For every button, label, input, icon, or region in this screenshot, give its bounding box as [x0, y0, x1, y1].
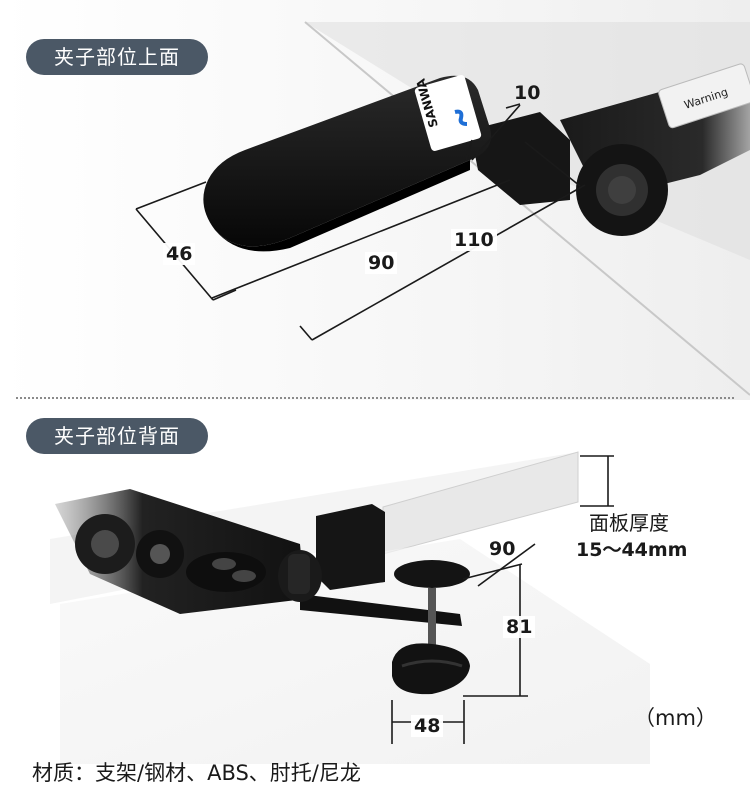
top-view-section: Warning SANWA 夹子部位上面 — [0, 0, 750, 400]
dim-length-90: 90 — [365, 252, 398, 274]
top-view-illustration: Warning SANWA — [0, 0, 750, 400]
upper-pressure-plate — [394, 560, 470, 588]
dim-length-110: 110 — [451, 229, 497, 251]
brand-logo-icon — [454, 109, 468, 126]
bottom-view-section: 夹子部位背面 面板厚度 15～44mm 90 81 48 （mm） — [0, 404, 750, 764]
unit-label: （mm） — [634, 706, 717, 730]
clamp-body — [278, 504, 462, 626]
desk-edge-line — [304, 21, 750, 396]
warning-label — [658, 63, 750, 129]
material-spec: 材质：支架/钢材、ABS、肘托/尼龙 — [32, 761, 361, 785]
elbow-pad: SANWA — [203, 75, 492, 252]
dim-width-46: 46 — [163, 243, 196, 265]
section-label-bottom: 夹子部位背面 — [26, 418, 208, 454]
top-dimension-lines — [135, 103, 586, 341]
section-divider — [16, 397, 734, 399]
bottom-view-illustration — [0, 404, 750, 764]
panel-thickness-title: 面板厚度 — [589, 511, 669, 535]
dim-knob-diameter-48: 48 — [411, 715, 444, 737]
dim-clamp-depth-90: 90 — [489, 538, 516, 560]
brand-label — [414, 75, 482, 151]
clamp-jaw — [470, 112, 570, 205]
arm-assembly: Warning — [560, 63, 750, 236]
clamp-screw — [392, 560, 470, 695]
panel-thickness-value: 15～44mm — [576, 539, 688, 561]
tightening-knob — [392, 643, 470, 695]
section-label-top: 夹子部位上面 — [26, 39, 208, 75]
dim-clamp-height-81: 81 — [503, 616, 536, 638]
arm-assembly-bottom — [55, 489, 305, 614]
dim-thickness-10: 10 — [514, 82, 541, 104]
